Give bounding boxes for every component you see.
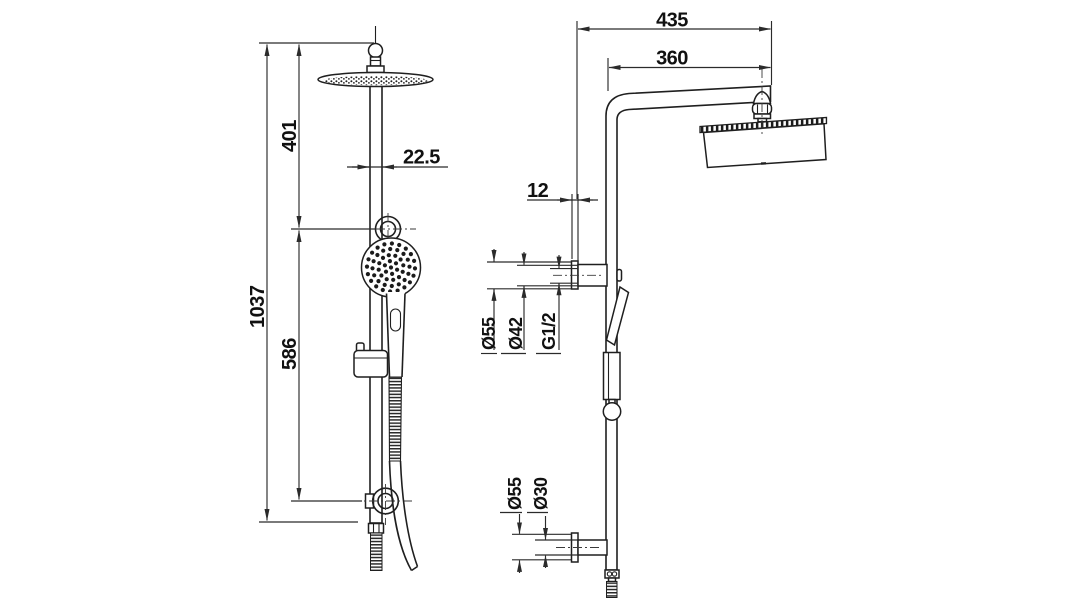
threaded-stub: [370, 532, 383, 571]
connector-neck: [369, 56, 382, 67]
dim-label-1037: 1037: [247, 285, 269, 328]
shower-rail-front: [369, 86, 383, 524]
front-dimensions: 1037 401 586 22.5: [247, 42, 448, 523]
dim-label-435: 435: [656, 10, 688, 32]
swivel-ball: [602, 402, 622, 421]
label-bottom-outer-diameter: Ø55: [505, 477, 525, 510]
head-body: [702, 122, 827, 169]
bottom-inlet-side: [604, 569, 620, 598]
hand-shower-spray-dots: [364, 241, 418, 294]
label-mid-thread: G1/2: [539, 312, 559, 350]
spray-plate: [699, 116, 828, 134]
wall-bracket-bottom-front: [352, 484, 414, 525]
label-mid-body-diameter: Ø42: [506, 317, 526, 350]
dim-label-401: 401: [279, 120, 301, 152]
overhead-shower-head-side: [699, 116, 828, 169]
dim-rail-width: 22.5: [347, 147, 448, 170]
dim-reach-overall: 435: [577, 10, 771, 32]
side-dimensions: 435 360 12: [479, 10, 773, 573]
dim-top-to-bracket: 401: [279, 44, 302, 228]
dim-label-586: 586: [279, 338, 301, 370]
mid-connector-callouts: Ø55 Ø42 G1/2: [479, 249, 578, 355]
bottom-connector-callouts: Ø55 Ø30: [500, 477, 578, 573]
bottom-inlet-front: [367, 522, 385, 571]
ball-connector: [367, 42, 384, 59]
hand-shower-handle: [385, 292, 406, 378]
dim-overall-height: 1037: [247, 44, 270, 521]
threaded-stub-side: [606, 581, 618, 598]
shower-hose-ribbed: [388, 376, 403, 462]
dim-reach-to-head: 360: [608, 48, 771, 70]
wall-bracket-bottom-side: [556, 532, 608, 563]
label-mid-outer-diameter: Ø55: [479, 317, 499, 350]
dim-label-360: 360: [656, 48, 688, 70]
dim-label-22-5: 22.5: [403, 147, 440, 169]
dim-plate-offset: 12: [527, 180, 598, 262]
hand-shower-head: [360, 237, 422, 298]
wall-supply-connector: [553, 260, 623, 290]
shower-hose-curve: [388, 460, 419, 572]
side-view: 435 360 12: [479, 10, 828, 598]
overhead-shower-head-front: [317, 71, 434, 88]
hand-shower-handle-side: [605, 285, 630, 347]
slider-holder-side: [602, 351, 622, 421]
label-bottom-body-diameter: Ø30: [531, 477, 551, 510]
connector-flange: [366, 65, 385, 74]
dim-label-12: 12: [527, 180, 549, 202]
slider-holder-front: [353, 342, 389, 378]
dim-bracket-to-bottom: 586: [279, 230, 302, 500]
mode-button: [389, 308, 402, 332]
front-view: 1037 401 586 22.5: [247, 26, 448, 572]
